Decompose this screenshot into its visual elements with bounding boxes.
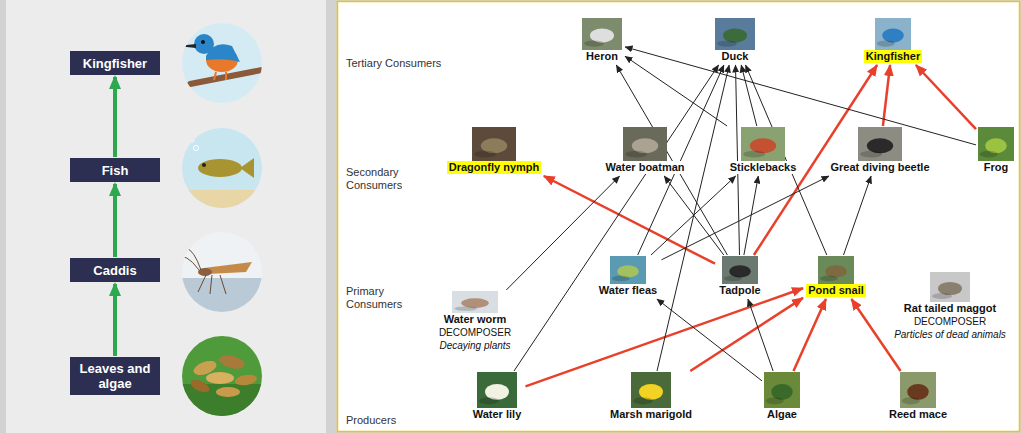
left-panel: [6, 0, 326, 433]
organism-photo: [900, 372, 936, 408]
feeding-arrow: [526, 288, 804, 386]
organism-node: Sticklebacks: [727, 127, 800, 174]
organism-photo: [623, 127, 667, 161]
organism-name: Dragonfly nymph: [447, 161, 541, 174]
chain-box: Fish: [70, 158, 160, 182]
feeding-arrow: [690, 298, 803, 371]
organism-photo: [722, 256, 758, 284]
organism-node: Pond snail: [805, 256, 867, 297]
caddis-illustration: [176, 232, 270, 318]
feeding-arrow: [651, 176, 736, 255]
organism-node: Reed mace: [886, 372, 951, 421]
feeding-arrow: [657, 299, 762, 381]
organism-note: DECOMPOSER: [437, 326, 513, 339]
organism-name: Great diving beetle: [828, 161, 931, 174]
organism-photo: [741, 127, 785, 161]
organism-node: Water boatman: [602, 127, 688, 174]
trophic-level-label: Secondary Consumers: [346, 166, 418, 192]
right-panel: [338, 2, 1020, 432]
organism-photo: [631, 372, 671, 408]
feeding-arrow: [916, 65, 976, 129]
chain-arrow: [113, 184, 117, 257]
organism-node: Dragonfly nymph: [446, 127, 543, 174]
feeding-arrow: [625, 47, 976, 145]
organism-name: Kingfisher: [864, 50, 922, 63]
organism-note: Particles of dead animals: [892, 328, 1008, 341]
organism-node: Frog: [977, 127, 1015, 174]
organism-name: Tadpole: [717, 284, 762, 297]
organism-node: Rat tailed maggotDECOMPOSERParticles of …: [891, 272, 1009, 341]
kingfisher-illustration: [176, 23, 262, 103]
leaves-illustration: [180, 336, 270, 424]
organism-node: Marsh marigold: [607, 372, 695, 421]
chain-label: Fish: [102, 163, 129, 178]
organism-photo: [930, 272, 970, 302]
feeding-arrow: [657, 65, 729, 371]
chain-box: Leaves and algae: [70, 357, 160, 395]
organism-photo: [818, 256, 854, 284]
trophic-level-label: Tertiary Consumers: [346, 57, 466, 70]
organism-name: Water worm: [442, 313, 509, 326]
chain-box: Caddis: [70, 258, 160, 282]
organism-note: Decaying plants: [437, 339, 512, 352]
chain-arrow: [113, 77, 117, 157]
feeding-arrow: [506, 176, 619, 290]
organism-name: Marsh marigold: [608, 408, 694, 421]
organism-photo: [875, 18, 911, 50]
feeding-arrow: [844, 176, 872, 255]
organism-name: Heron: [584, 50, 620, 63]
chain-label: Leaves and algae: [76, 361, 154, 391]
organism-note: DECOMPOSER: [912, 315, 988, 328]
organism-name: Water boatman: [603, 161, 686, 174]
organism-photo: [764, 372, 800, 408]
organism-photo: [978, 127, 1014, 161]
chain-label: Kingfisher: [83, 56, 147, 71]
organism-photo: [582, 18, 622, 50]
organism-photo: [477, 372, 517, 408]
organism-name: Frog: [982, 161, 1010, 174]
feeding-arrow: [616, 65, 727, 255]
organism-node: Heron: [581, 18, 623, 63]
organism-photo: [858, 127, 902, 161]
feeding-arrow: [736, 65, 740, 255]
organism-name: Sticklebacks: [728, 161, 799, 174]
feeding-arrow: [794, 299, 826, 371]
trophic-level-label: Primary Consumers: [346, 285, 418, 311]
feeding-arrow: [514, 65, 719, 371]
organism-name: Pond snail: [806, 284, 866, 297]
organism-node: Water wormDECOMPOSERDecaying plants: [436, 291, 515, 352]
organism-node: Duck: [714, 18, 756, 63]
organism-photo: [715, 18, 755, 50]
organism-name: Water fleas: [597, 284, 659, 297]
organism-node: Great diving beetle: [827, 127, 933, 174]
organism-photo: [472, 127, 516, 161]
organism-node: Kingfisher: [863, 18, 924, 63]
organism-name: Reed mace: [887, 408, 949, 421]
organism-photo: [610, 256, 646, 284]
chain-arrow: [113, 284, 117, 356]
organism-node: Water lily: [470, 372, 525, 421]
organism-name: Rat tailed maggot: [902, 302, 998, 315]
organism-node: Algae: [763, 372, 801, 421]
chain-label: Caddis: [93, 263, 136, 278]
organism-name: Algae: [765, 408, 799, 421]
organism-name: Water lily: [471, 408, 524, 421]
trophic-level-label: Producers: [346, 414, 436, 427]
organism-name: Duck: [720, 50, 751, 63]
chain-box: Kingfisher: [70, 51, 160, 75]
fish-illustration: [180, 128, 270, 215]
feeding-arrow: [662, 176, 830, 260]
organism-node: Tadpole: [716, 256, 764, 297]
feeding-arrow: [883, 65, 890, 126]
organism-photo: [452, 291, 498, 313]
organism-node: Water fleas: [596, 256, 661, 297]
feeding-arrow: [748, 299, 773, 371]
